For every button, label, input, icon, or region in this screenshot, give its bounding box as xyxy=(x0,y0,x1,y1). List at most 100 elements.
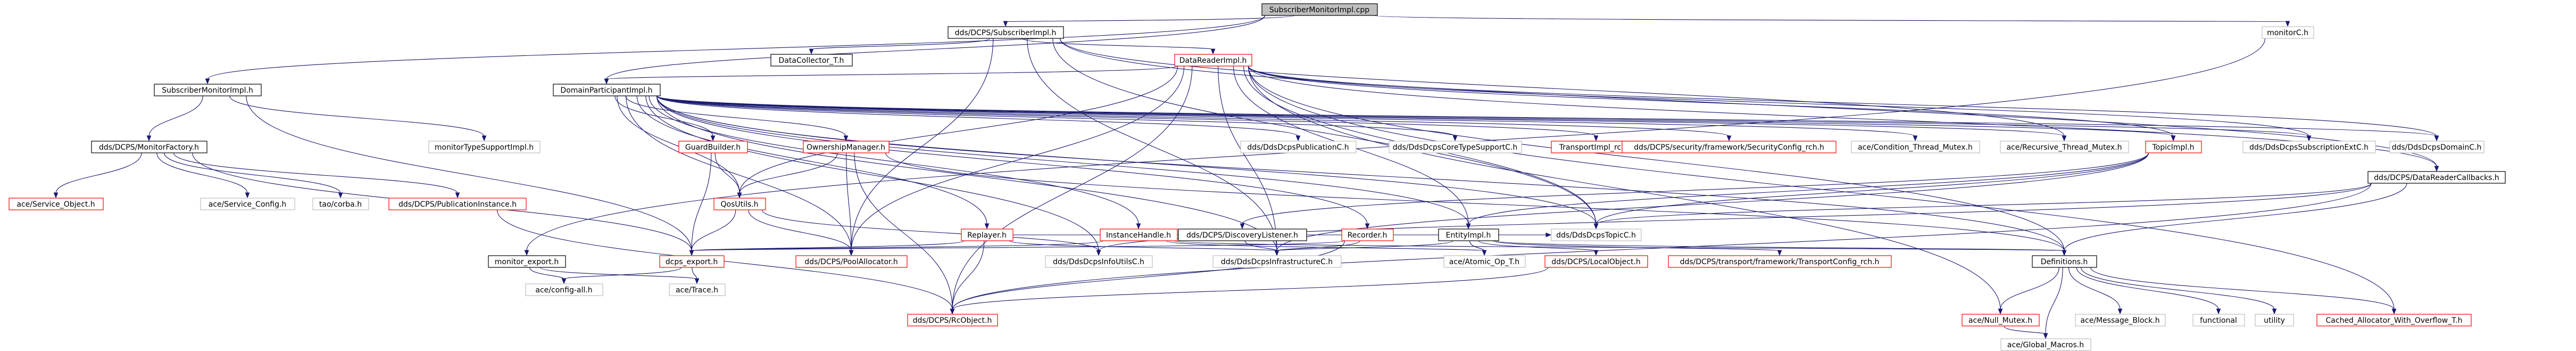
edge-dpimpl-to-domainC xyxy=(656,95,2439,142)
edge-line xyxy=(1468,152,2149,225)
node-globalmacros[interactable]: ace/Global_Macros.h xyxy=(2000,338,2091,351)
node-datareader[interactable]: DataReaderImpl.h xyxy=(1174,54,1252,67)
edge-line xyxy=(1052,38,1597,225)
edge-arrowhead xyxy=(2285,21,2290,27)
node-functional[interactable]: functional xyxy=(2192,314,2245,326)
node-poolalloc[interactable]: dds/DCPS/PoolAllocator.h xyxy=(795,255,908,268)
node-nullmutex[interactable]: ace/Null_Mutex.h xyxy=(1962,314,2040,326)
edge-subimpl-to-datareader xyxy=(1021,38,1216,55)
node-label: dds/DdsDcpsInfrastructureC.h xyxy=(1221,258,1333,266)
node-msgblock[interactable]: ace/Message_Block.h xyxy=(2075,314,2166,326)
node-entityimpl[interactable]: EntityImpl.h xyxy=(1438,228,1499,241)
node-monfactory[interactable]: dds/DCPS/MonitorFactory.h xyxy=(91,141,207,153)
edge-arrowhead xyxy=(2062,250,2067,256)
node-subimpl[interactable]: dds/DCPS/SubscriberImpl.h xyxy=(948,26,1064,39)
edge-line xyxy=(692,267,697,280)
node-discoverylistener[interactable]: dds/DCPS/DiscoveryListener.h xyxy=(1178,228,1307,241)
edge-line xyxy=(691,152,712,251)
node-mtsupport[interactable]: monitorTypeSupportImpl.h xyxy=(428,141,541,153)
edge-dpimpl-to-recmutex xyxy=(656,95,2067,142)
node-label: ace/Global_Macros.h xyxy=(2007,341,2084,349)
node-datacollector[interactable]: DataCollector_T.h xyxy=(770,54,853,67)
node-transportcfg[interactable]: dds/DCPS/transport/framework/TransportCo… xyxy=(1668,255,1892,268)
node-qosutils[interactable]: QosUtils.h xyxy=(713,198,766,210)
node-taocorba[interactable]: tao/corba.h xyxy=(312,198,369,210)
node-dpimpl[interactable]: DomainParticipantImpl.h xyxy=(553,84,661,96)
node-ownership[interactable]: OwnershipManager.h xyxy=(803,141,890,153)
edge-dpimpl-to-recorder xyxy=(656,95,1370,230)
edge-recorder-to-dcpsexport xyxy=(689,240,1345,256)
node-definitions[interactable]: Definitions.h xyxy=(2032,255,2097,268)
edge-line xyxy=(656,95,2065,137)
node-box xyxy=(2316,314,2472,326)
node-secconfig[interactable]: dds/DCPS/security/framework/SecurityConf… xyxy=(1622,141,1837,153)
edge-line xyxy=(761,209,1099,251)
node-drcallbacks[interactable]: dds/DCPS/DataReaderCallbacks.h xyxy=(2367,171,2506,184)
node-infraC[interactable]: dds/DdsDcpsInfrastructureC.h xyxy=(1212,255,1342,268)
node-localobj[interactable]: dds/DCPS/LocalObject.h xyxy=(1544,255,1648,268)
node-topicC[interactable]: dds/DdsDcpsTopicC.h xyxy=(1551,228,1642,241)
node-label: dds/DCPS/MonitorFactory.h xyxy=(99,143,199,152)
node-label: dds/DdsDcpsSubscriptionExtC.h xyxy=(2249,143,2369,152)
node-svcobj[interactable]: ace/Service_Object.h xyxy=(9,198,104,210)
node-utility[interactable]: utility xyxy=(2255,314,2294,326)
node-box xyxy=(1622,141,1837,153)
edge-arrowhead xyxy=(1726,135,1732,142)
edge-entityimpl-to-transportcfg xyxy=(1493,240,1782,256)
edge-line xyxy=(1059,38,2065,137)
edge-monfactory-to-svcobj xyxy=(53,152,142,199)
node-svcconfig[interactable]: ace/Service_Config.h xyxy=(200,198,295,210)
node-domainC[interactable]: dds/DdsDcpsDomainC.h xyxy=(2389,141,2484,153)
node-recorder[interactable]: Recorder.h xyxy=(1341,228,1394,241)
node-cachedalloc[interactable]: Cached_Allocator_With_Overflow_T.h xyxy=(2316,314,2472,326)
node-box xyxy=(713,198,766,210)
node-configall[interactable]: ace/config-all.h xyxy=(525,283,603,296)
node-monexport[interactable]: monitor_export.h xyxy=(488,255,566,268)
edge-line xyxy=(148,95,203,137)
edge-line xyxy=(617,95,740,194)
node-box xyxy=(2000,141,2129,153)
edge-definitions-to-nullmutex xyxy=(1998,267,2059,315)
edge-line xyxy=(656,95,2174,137)
node-label: dds/DdsDcpsDomainC.h xyxy=(2392,143,2482,152)
node-guardbuilder[interactable]: GuardBuilder.h xyxy=(678,141,748,153)
edge-topicimpl-to-discoverylistener xyxy=(1240,152,2149,230)
edge-line xyxy=(563,267,682,280)
edge-drcallbacks-to-topicC xyxy=(1593,183,2372,230)
node-trace[interactable]: ace/Trace.h xyxy=(669,283,726,296)
edge-datareader-to-dpimpl xyxy=(604,66,1178,85)
edge-line xyxy=(55,152,142,194)
node-atomicop[interactable]: ace/Atomic_Op_T.h xyxy=(1443,255,1526,268)
edge-line xyxy=(1478,240,1597,251)
node-subExtC[interactable]: dds/DdsDcpsSubscriptionExtC.h xyxy=(2242,141,2376,153)
node-transportimpl[interactable]: TransportImpl_rch.h xyxy=(1551,141,1642,153)
node-box xyxy=(907,314,998,326)
node-instancehandle[interactable]: InstanceHandle.h xyxy=(1100,228,1178,241)
node-pubC[interactable]: dds/DdsDcpsPublicationC.h xyxy=(1240,141,1357,153)
edge-line xyxy=(529,267,564,280)
node-box xyxy=(1100,228,1178,241)
node-condmutex[interactable]: ace/Condition_Thread_Mutex.h xyxy=(1851,141,1980,153)
node-recmutex[interactable]: ace/Recursive_Thread_Mutex.h xyxy=(2000,141,2129,153)
edge-arrowhead xyxy=(950,308,955,315)
node-monitorC[interactable]: monitorC.h xyxy=(2262,26,2314,39)
node-smimpl[interactable]: SubscriberMonitorImpl.h xyxy=(154,84,262,96)
node-replayer[interactable]: Replayer.h xyxy=(961,228,1013,241)
node-label: utility xyxy=(2264,316,2285,325)
node-rcobject[interactable]: dds/DCPS/RcObject.h xyxy=(907,314,998,326)
node-pubinstance[interactable]: dds/DCPS/PublicationInstance.h xyxy=(388,198,527,210)
node-topicimpl[interactable]: TopicImpl.h xyxy=(2145,141,2202,153)
node-dcpsexport[interactable]: dcps_export.h xyxy=(659,255,725,268)
edge-line xyxy=(1248,66,2174,137)
edge-line xyxy=(656,95,2065,251)
node-box xyxy=(948,26,1064,39)
edge-definitions-to-functional xyxy=(2076,267,2221,315)
node-root[interactable]: SubscriberMonitorImpl.cpp xyxy=(1261,3,1378,16)
node-infoutils[interactable]: dds/DdsDcpsInfoUtilsC.h xyxy=(1045,255,1153,268)
edge-arrowhead xyxy=(2171,135,2176,142)
node-box xyxy=(525,283,603,296)
edge-layer xyxy=(53,15,2439,339)
node-coreTS[interactable]: dds/DdsDcpsCoreTypeSupportC.h xyxy=(1389,141,1522,153)
